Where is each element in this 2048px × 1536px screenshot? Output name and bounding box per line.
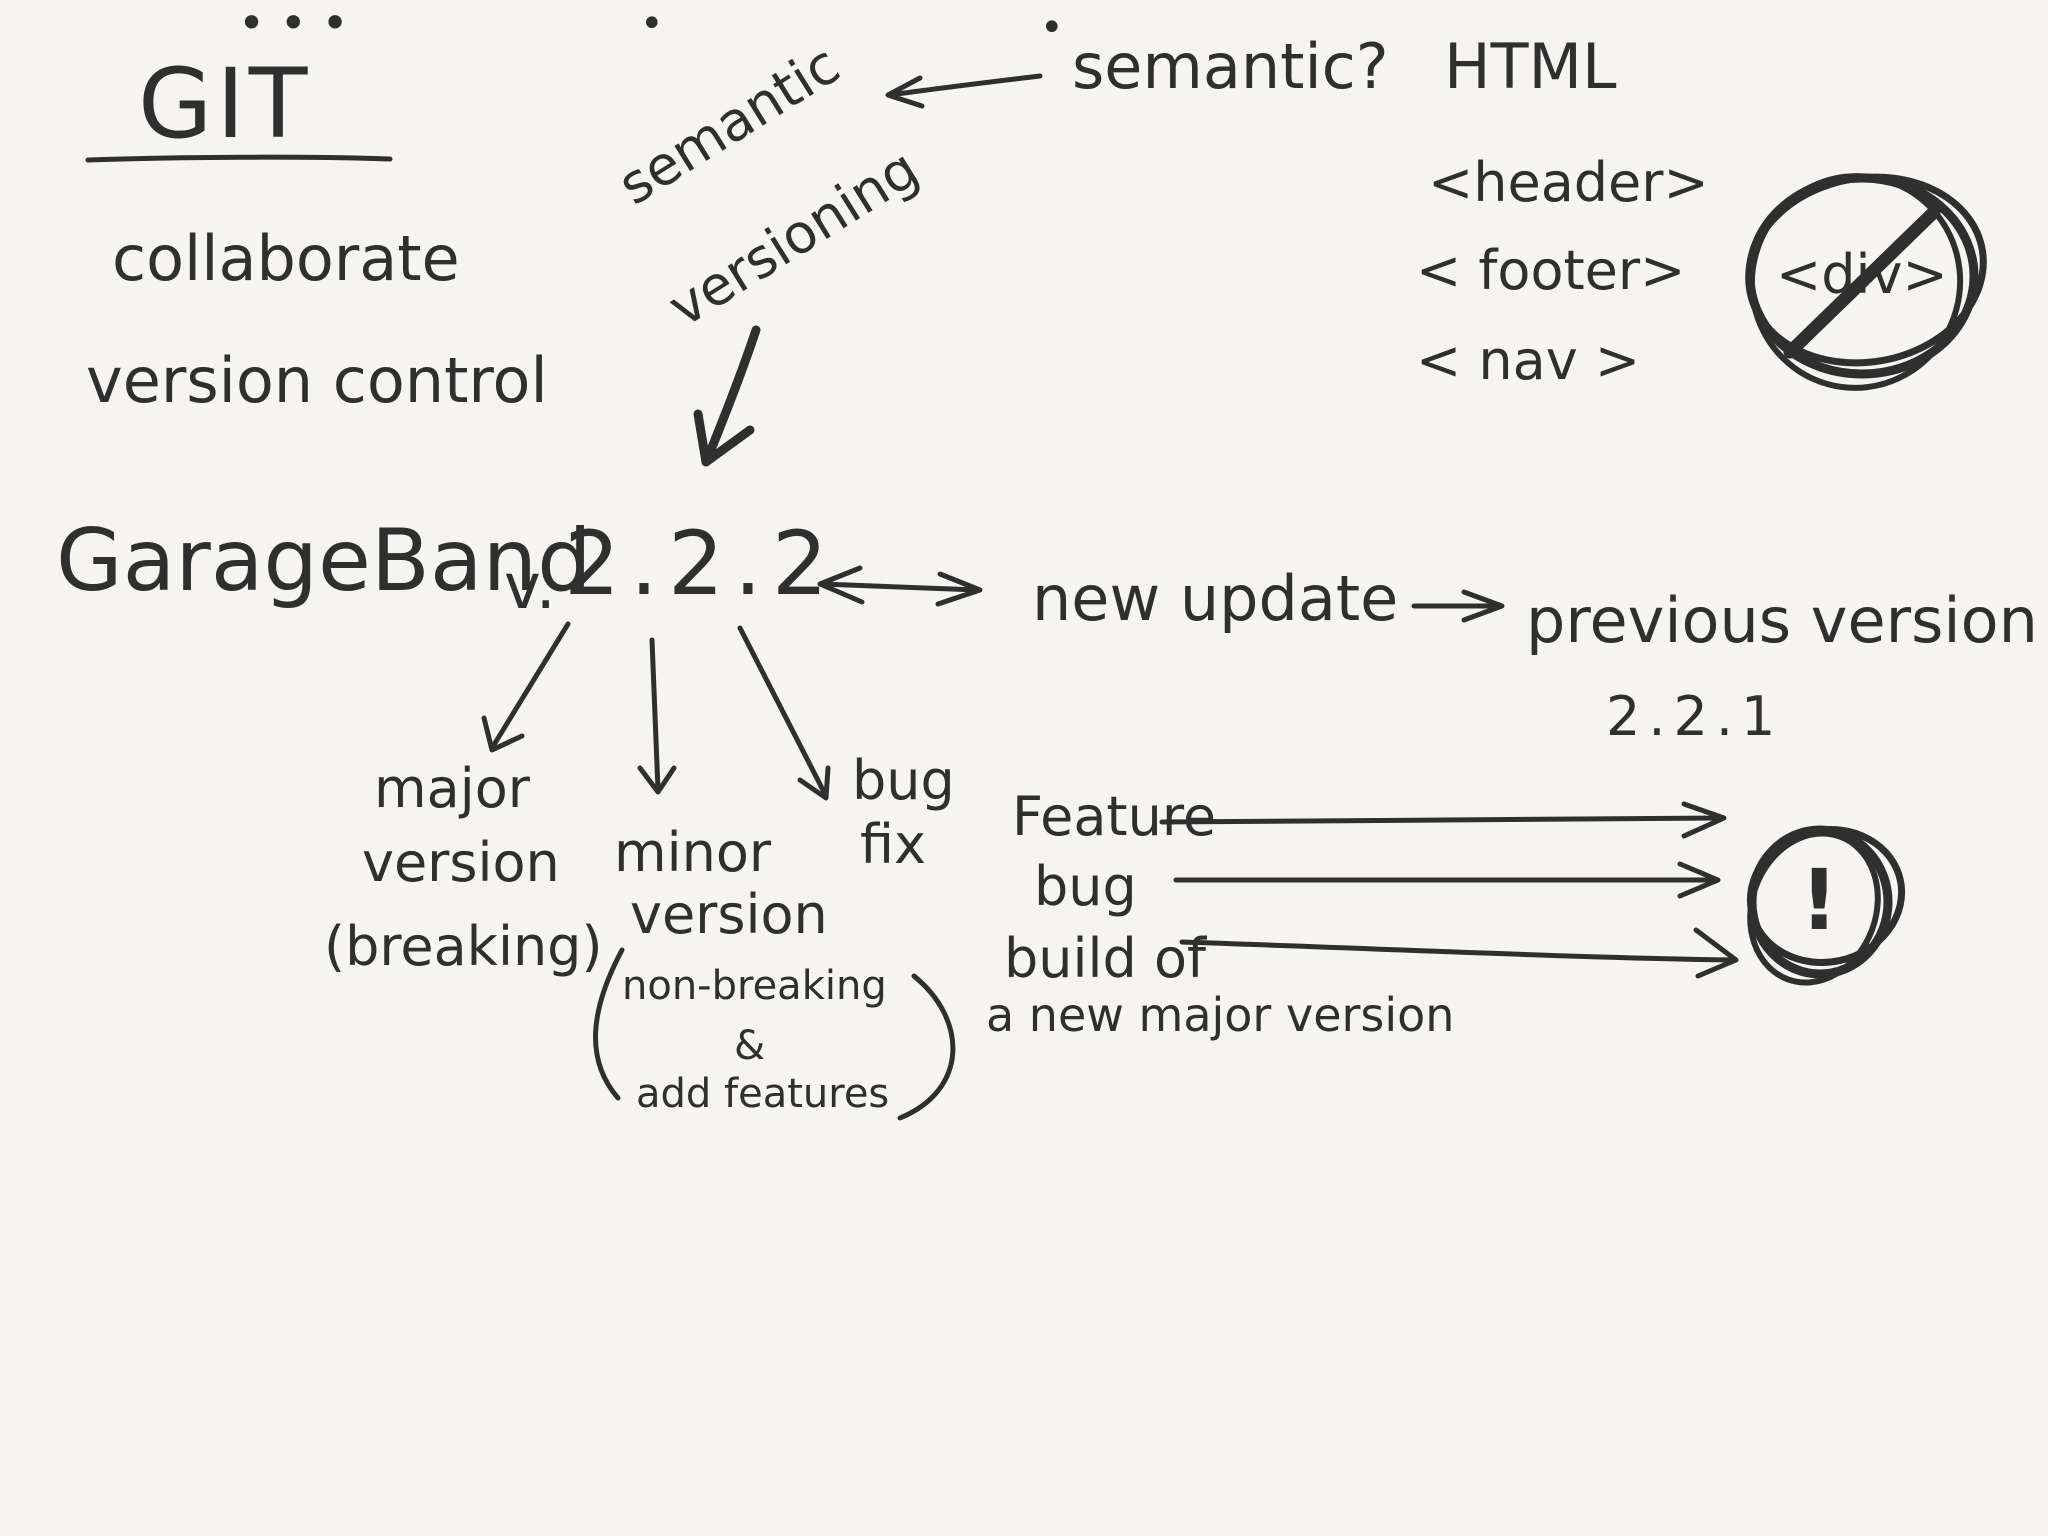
- html-title: HTML: [1444, 30, 1617, 103]
- issue-build-label: build of: [1004, 927, 1206, 990]
- alert-circle: [1746, 825, 1906, 986]
- arrow-semver-down: [701, 325, 761, 467]
- previous-version-label: previous version: [1526, 584, 2038, 657]
- no-div-symbol: [1745, 173, 1987, 391]
- minor-ampersand: &: [734, 1023, 766, 1069]
- git-version-control: version control: [86, 344, 548, 417]
- version-prefix: v.: [504, 550, 556, 623]
- paren-left-minor: [593, 947, 625, 1101]
- arrowhead-to-major: [481, 715, 525, 753]
- arrowhead-semantic-question: [885, 75, 925, 109]
- alert-icon: !: [1800, 851, 1839, 949]
- version-number: 2.2.2: [564, 512, 838, 615]
- minor-add-features-label: add features: [636, 1071, 890, 1117]
- html-tag-nav: < nav >: [1416, 329, 1641, 392]
- issue-major-version-sub: a new major version: [986, 988, 1455, 1042]
- arrowhead-to-bugfix: [797, 765, 831, 801]
- arrowhead-build: [1693, 927, 1739, 979]
- previous-version-number: 2.2.1: [1606, 685, 1784, 748]
- arrow-build: [1179, 939, 1737, 963]
- arrow-to-bugfix: [737, 625, 829, 799]
- arrowhead-bug: [1677, 861, 1721, 899]
- git-collaborate: collaborate: [112, 222, 460, 295]
- arrowhead-double-right: [935, 571, 983, 607]
- garageband-name: GarageBand: [56, 511, 592, 611]
- major-label: major: [374, 757, 530, 820]
- minor-label: minor: [614, 821, 772, 884]
- arrowhead-feature: [1681, 801, 1727, 839]
- arrow-to-minor: [649, 637, 661, 793]
- html-tag-div-crossed: <div>: [1776, 243, 1948, 306]
- html-tag-footer: < footer>: [1416, 239, 1686, 302]
- arrowhead-double-left: [817, 565, 865, 605]
- major-breaking-label: (breaking): [324, 915, 603, 978]
- arrowhead-semver-down: [693, 409, 755, 467]
- bugfix-bug-label: bug: [852, 749, 955, 812]
- top-dot-right: •: [1040, 5, 1064, 51]
- new-update-label: new update: [1032, 562, 1399, 635]
- top-dot-middle: •: [640, 1, 664, 47]
- top-dots-left: • • •: [238, 0, 349, 50]
- arrow-semantic-question: [887, 73, 1043, 98]
- arrowhead-to-previous: [1461, 589, 1505, 623]
- minor-non-breaking-label: non-breaking: [622, 963, 887, 1009]
- git-underline: [85, 154, 393, 163]
- arrow-to-major: [489, 621, 571, 751]
- arrow-feature: [1159, 815, 1725, 825]
- major-version-label: version: [362, 831, 560, 894]
- arrow-double-update: [819, 581, 981, 593]
- paren-right-minor: [897, 973, 956, 1121]
- issue-feature-label: Feature: [1012, 785, 1217, 848]
- issue-bug-label: bug: [1034, 855, 1137, 918]
- html-tag-header: <header>: [1428, 151, 1709, 214]
- git-title: GIT: [138, 48, 312, 160]
- semantic-question: semantic?: [1072, 30, 1389, 103]
- minor-version-label: version: [630, 883, 828, 946]
- bugfix-fix-label: fix: [860, 813, 926, 876]
- arrowhead-to-minor: [637, 765, 677, 795]
